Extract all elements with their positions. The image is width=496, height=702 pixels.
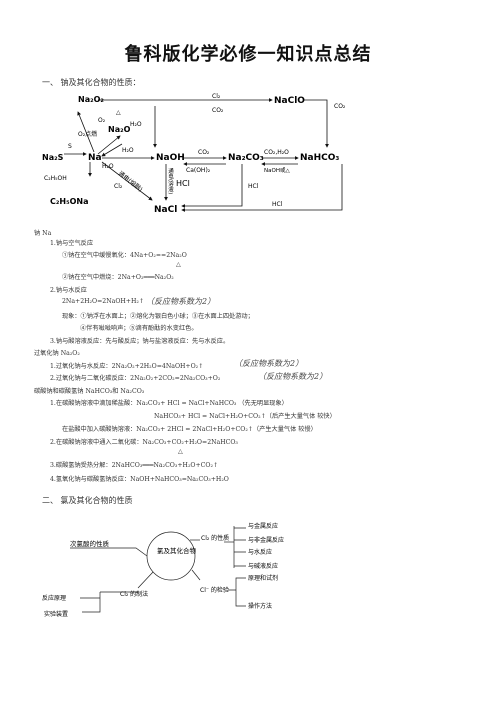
item-21: 3.碳酸氢钠受热分解：2NaHCO₃═══Na₂CO₃+H₂O+CO₂↑ (50, 462, 219, 469)
item-9: 3.钠与酸溶液反应：先与酸反应；钠与盐溶液反应：先与水反应。 (50, 338, 230, 345)
edge-naoh-or-heat: NaOH或△ (264, 166, 290, 174)
chlorine-mind-map: 次氯酸的性质 氯及其化合物 Cl₂ 的性质 Cl₂ 的制法 Cl⁻ 的检验 反应… (42, 522, 284, 618)
item-11: 1.过氧化钠与水反应：2Na₂O₂+2H₂O=4NaOH+O₂↑ (50, 363, 204, 370)
item-20: △ (178, 448, 183, 455)
section2-heading: 二、 氯及其化合物的性质 (42, 496, 133, 505)
item-19: 2.在碳酸钠溶液中通入二氧化碳：Na₂CO₃+CO₂+H₂O=2NaHCO₃ (50, 439, 238, 446)
edge-o2: O₂ (98, 117, 106, 124)
item-17: NaHCO₃+ HCl = NaCl+H₂O+CO₂↑（后产生大量气体 较快） (154, 413, 336, 420)
prop-item-3: 与碱液反应 (248, 562, 278, 570)
edge-heat: △ (116, 109, 121, 116)
item-12: （反应物系数为2） (234, 359, 304, 368)
edge-hcl-mid: HCl (176, 179, 190, 188)
page-title: 鲁科版化学必修一知识点总结 (124, 44, 372, 65)
item-18: 在盐酸中加入碳酸钠溶液：Na₂CO₃+ 2HCl = 2NaCl+H₂O+CO₂… (62, 426, 317, 433)
node-c2h5ona: C₂H₅ONa (50, 197, 88, 206)
node-naoh: NaOH (156, 153, 185, 163)
node-naclo: NaClO (274, 96, 305, 106)
test-item-1: 操作方法 (248, 602, 272, 610)
node-na2o2: Na₂O₂ (78, 95, 104, 104)
node-na: Na (88, 153, 102, 163)
node-na2o: Na₂O (108, 125, 131, 134)
item-14: （反应物系数为2） (258, 372, 328, 381)
item-7: 现象：①钠浮在水面上；②熔化为银白色小球；③在水面上四处游动； (62, 313, 254, 320)
prop-item-0: 与金属反应 (248, 522, 278, 530)
node-cl-test: Cl⁻ 的检验 (200, 586, 229, 594)
item-2: △ (176, 261, 181, 268)
node-nahco3: NaHCO₃ (300, 153, 339, 163)
item-4: 2.钠与水反应 (50, 287, 87, 294)
item-6: （反应物系数为2） (146, 297, 216, 306)
edge-o2-ignite: O₂点燃 (78, 130, 97, 138)
item-5: 2Na+2H₂O=2NaOH+H₂↑ (62, 298, 145, 305)
node-na2co3: Na₂CO₃ (228, 153, 264, 163)
edge-co2-right: CO₂ (334, 103, 346, 110)
node-cl2-props: Cl₂ 的性质 (201, 534, 229, 542)
edge-hcl-right: HCl (248, 183, 259, 190)
edge-electrolysis: 通电(溶液) (167, 167, 174, 194)
edge-hcl-bottom: HCl (272, 201, 283, 208)
test-item-0: 原理和试剂 (248, 574, 278, 582)
edge-h2o-b: H₂O (122, 147, 134, 154)
prep-item-0: 反应原理 (42, 594, 66, 602)
edge-co2h2o: CO₂,H₂O (264, 149, 289, 156)
prop-item-1: 与非金属反应 (248, 536, 284, 544)
prep-item-1: 实验装置 (44, 610, 68, 618)
edge-caoh2: Ca(OH)₂ (186, 167, 211, 174)
edge-co2-mid: CO₂ (198, 149, 210, 156)
item-15: 碳酸钠和碳酸氢钠 NaHCO₃和 Na₂CO₃ (34, 388, 145, 395)
item-16: 1.在碳酸钠溶液中滴加稀盐酸：Na₂CO₃+ HCl = NaCl+NaHCO₃… (50, 400, 288, 407)
item-13: 2.过氧化钠与二氧化碳反应：2Na₂O₂+2CO₂=2Na₂CO₃+O₂ (50, 375, 221, 382)
item-3: ②钠在空气中燃烧：2Na+O₂═══Na₂O₂ (62, 274, 174, 281)
node-c2h5oh: C₂H₅OH (44, 175, 67, 182)
sodium-reaction-diagram: Na₂O₂ Na₂O Na Na₂S S NaOH Na₂CO₃ NaHCO₃ … (42, 93, 346, 215)
item-22: 4.氢氧化钠与碳酸氢钠反应：NaOH+NaHCO₃=Na₂CO₃+H₂O (50, 476, 229, 483)
item-10: 过氧化钠 Na₂O₂ (34, 350, 80, 357)
prop-item-2: 与水反应 (248, 548, 272, 556)
node-na2s: Na₂S (42, 153, 64, 162)
section1-heading: 一、 钠及其化合物的性质： (42, 78, 141, 87)
node-hypochlorous: 次氯酸的性质 (70, 539, 110, 548)
edge-h2o-a: H₂O (130, 121, 142, 128)
label-s: S (68, 143, 72, 150)
item-0: 1.钠与空气反应 (50, 240, 94, 247)
item-8: ④伴有嗞嗞响声；⑤滴有酚酞的水变红色。 (80, 325, 198, 332)
edge-cl2-left: Cl₂ (114, 183, 123, 190)
edge-cl2-top: Cl₂ (212, 93, 221, 100)
edge-co2-top: CO₂ (212, 107, 224, 114)
item-1: ①钠在空气中缓慢氧化：4Na+O₂==2Na₂O (62, 252, 187, 259)
node-cl2-prep: Cl₂ 的制法 (120, 590, 148, 598)
node-nacl: NaCl (154, 205, 177, 215)
edge-h2o-c: H₂O (102, 163, 114, 170)
center-node: 氯及其化合物 (157, 546, 197, 555)
na-label: 钠 Na (34, 230, 52, 237)
